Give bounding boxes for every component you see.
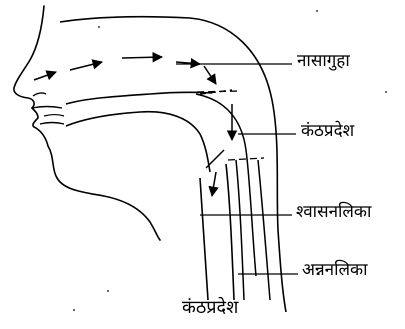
airflow-arrow-7	[212, 172, 216, 196]
lower-lip	[40, 123, 64, 125]
throat-boundary-lower	[228, 158, 264, 160]
throat-boundary-upper	[197, 91, 240, 92]
trachea-back-wall	[226, 164, 234, 300]
label-throat: कंठप्रदेश	[301, 123, 354, 140]
scan-dot	[73, 309, 75, 311]
face-profile-outline	[14, 6, 160, 240]
mouth-line	[44, 115, 64, 117]
nostril-mark	[33, 93, 46, 96]
diagram-caption: कंठप्रदेश	[182, 299, 238, 317]
trachea-front-wall	[200, 178, 208, 300]
airflow-arrow-3	[122, 57, 162, 58]
tongue	[66, 112, 210, 172]
label-esophagus: अन्ननलिका	[302, 262, 368, 279]
palate	[66, 92, 212, 104]
airflow-arrow-2	[70, 62, 102, 70]
upper-lip	[32, 107, 62, 109]
scan-dot	[385, 91, 387, 93]
scan-dot	[316, 10, 318, 12]
scan-dot	[107, 290, 109, 292]
scan-dot	[98, 26, 100, 28]
label-nasal-cavity: नासागुहा	[297, 53, 350, 70]
esophagus-front-wall	[236, 160, 244, 300]
airflow-arrow-1	[34, 72, 56, 80]
label-trachea: श्वासनलिका	[296, 204, 371, 221]
pharynx-outer-wall	[60, 17, 286, 312]
airflow-arrow-5	[204, 66, 216, 84]
esophagus-back-wall	[258, 160, 270, 300]
epiglottis	[206, 150, 224, 168]
